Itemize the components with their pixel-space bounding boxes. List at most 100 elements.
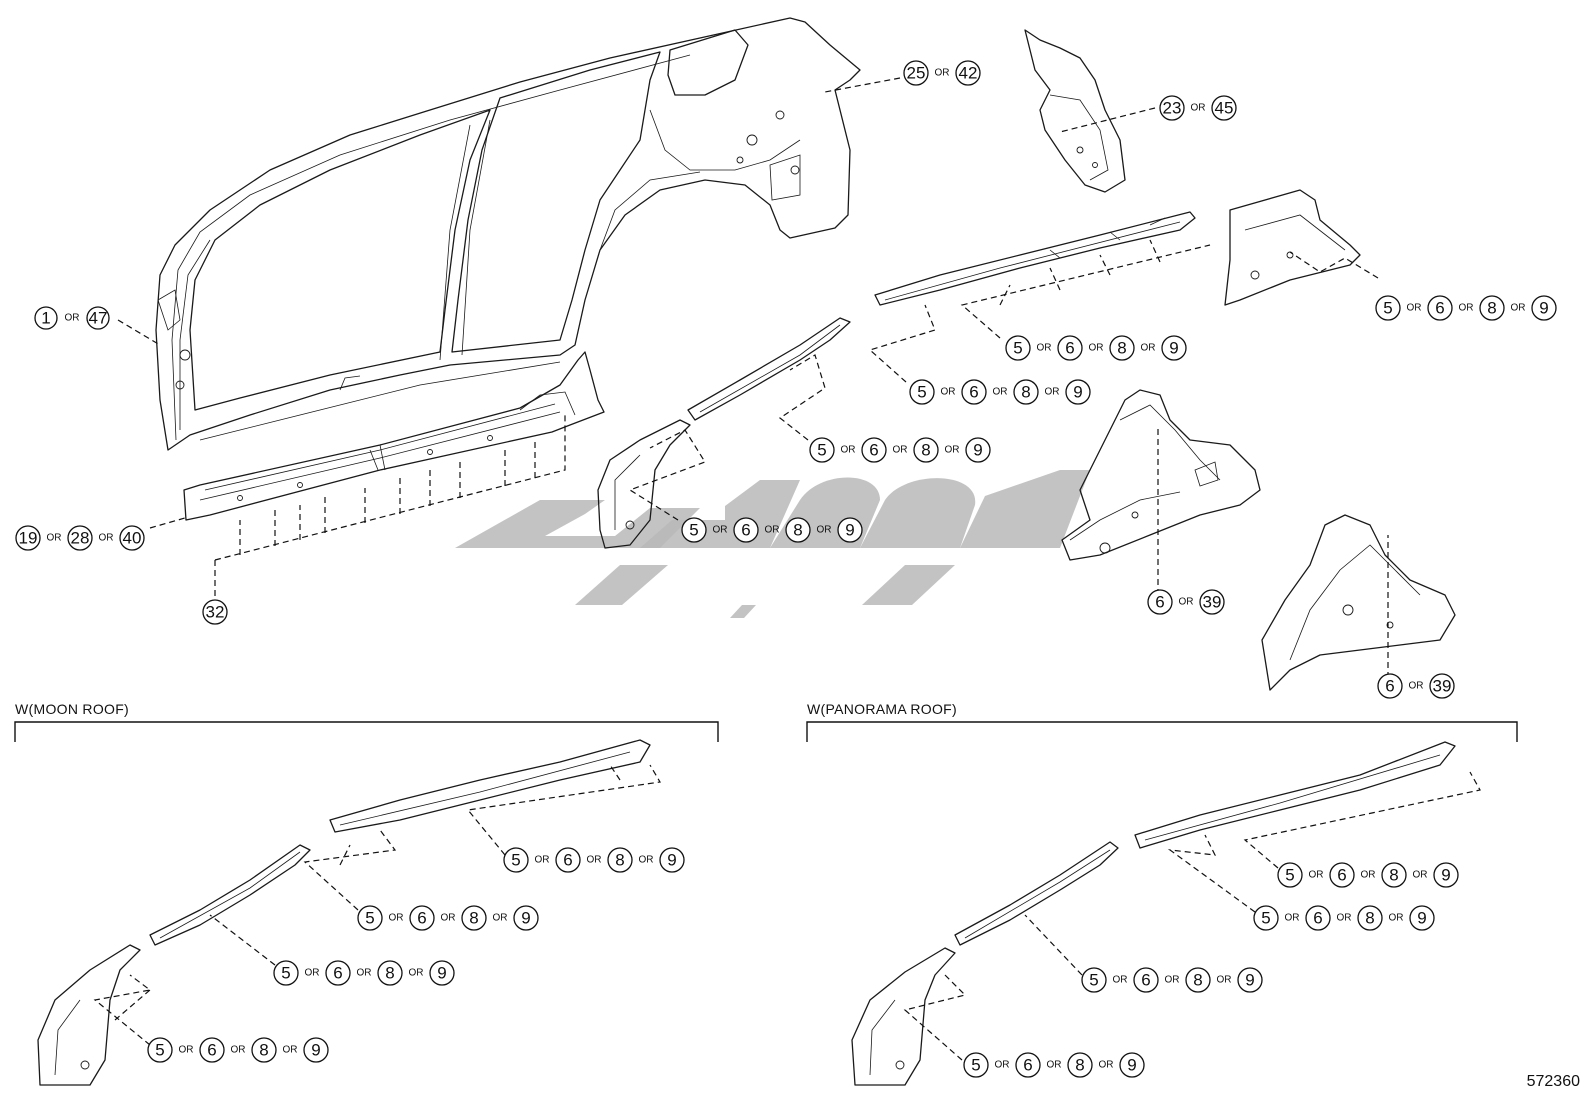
- callout-9-part-b: 28: [71, 529, 90, 548]
- callout-9-part-a: 19: [19, 529, 38, 548]
- callout-14-part-c: 8: [469, 909, 478, 928]
- callout-15-or-3: OR: [409, 968, 424, 979]
- panorama-roof-bracket: [806, 721, 1518, 742]
- callout-5-part-c: 8: [1117, 339, 1126, 358]
- callout-1-part-b: 47: [89, 309, 108, 328]
- callout-5-or-3: OR: [1141, 343, 1156, 354]
- callout-12-part-a: 6: [1385, 677, 1394, 696]
- callout-3-part-a: 23: [1163, 99, 1182, 118]
- callout-18-or-1: OR: [1285, 913, 1300, 924]
- callout-15-part-b: 6: [333, 964, 342, 983]
- callout-19-part-a: 5: [1089, 971, 1098, 990]
- callout-8-part-b: 6: [741, 521, 750, 540]
- side-panel-outer: [155, 17, 861, 451]
- callout-9-part-c: 40: [123, 529, 142, 548]
- callout-3-or: OR: [1191, 103, 1206, 114]
- callout-16-or-1: OR: [179, 1045, 194, 1056]
- callout-1-part-a: 1: [41, 309, 50, 328]
- callout-13: 5 OR 6 OR 8 OR 9: [503, 847, 685, 873]
- callout-6-part-b: 6: [969, 383, 978, 402]
- callout-3-part-b: 45: [1215, 99, 1234, 118]
- wheelhouse-inner: [1061, 389, 1261, 561]
- figure-number: 572360: [1527, 1073, 1580, 1090]
- callout-19-or-3: OR: [1217, 975, 1232, 986]
- callout-4-part-a: 5: [1383, 299, 1392, 318]
- callout-18: 5 OR 6 OR 8 OR 9: [1253, 905, 1435, 931]
- callout-17-part-a: 5: [1285, 866, 1294, 885]
- callout-7-part-b: 6: [869, 441, 878, 460]
- callout-17-or-2: OR: [1361, 870, 1376, 881]
- callout-19-part-b: 6: [1141, 971, 1150, 990]
- callout-4-or-2: OR: [1459, 303, 1474, 314]
- callout-11: 6 OR 39: [1147, 589, 1225, 615]
- callout-6-part-d: 9: [1073, 383, 1082, 402]
- callout-17-part-c: 8: [1389, 866, 1398, 885]
- callout-12: 6 OR 39: [1377, 673, 1455, 699]
- callout-14-part-a: 5: [365, 909, 374, 928]
- callout-8: 5 OR 6 OR 8 OR 9: [681, 517, 863, 543]
- callout-16-or-2: OR: [231, 1045, 246, 1056]
- callout-17-part-d: 9: [1441, 866, 1450, 885]
- callout-12-or: OR: [1409, 681, 1424, 692]
- callout-16-part-a: 5: [155, 1041, 164, 1060]
- callout-7-part-a: 5: [817, 441, 826, 460]
- callout-6-part-a: 5: [917, 383, 926, 402]
- callout-14-part-b: 6: [417, 909, 426, 928]
- callout-7-or-2: OR: [893, 445, 908, 456]
- callout-15-or-1: OR: [305, 968, 320, 979]
- callout-18-or-2: OR: [1337, 913, 1352, 924]
- moon-roof-rail: [37, 739, 651, 1086]
- callout-20-or-2: OR: [1047, 1060, 1062, 1071]
- panorama-roof-rail: [851, 741, 1456, 1086]
- callout-5-part-b: 6: [1065, 339, 1074, 358]
- watermark-logo: [455, 470, 1090, 618]
- leader-lines: [93, 77, 1481, 1061]
- callout-15-part-d: 9: [437, 964, 446, 983]
- callout-20-part-c: 8: [1075, 1056, 1084, 1075]
- callout-15-part-a: 5: [281, 964, 290, 983]
- callout-1: 1 OR 47: [34, 306, 110, 330]
- callout-20-part-b: 6: [1023, 1056, 1032, 1075]
- callout-4-part-b: 6: [1435, 299, 1444, 318]
- callout-13-or-2: OR: [587, 855, 602, 866]
- callout-2-part-a: 25: [907, 64, 926, 83]
- section-title-panorama-roof: W(PANORAMA ROOF): [807, 701, 957, 717]
- callout-15-or-2: OR: [357, 968, 372, 979]
- callout-6-or-2: OR: [993, 387, 1008, 398]
- callout-14-or-2: OR: [441, 913, 456, 924]
- callout-15: 5 OR 6 OR 8 OR 9: [273, 960, 455, 986]
- callout-13-part-a: 5: [511, 851, 520, 870]
- quarter-inner-upper: [1024, 29, 1126, 193]
- callout-16-part-d: 9: [311, 1041, 320, 1060]
- callout-5-part-a: 5: [1013, 339, 1022, 358]
- callout-18-part-d: 9: [1417, 909, 1426, 928]
- callout-9: 19 OR 28 OR 40: [15, 525, 145, 551]
- callout-15-part-c: 8: [385, 964, 394, 983]
- callout-20-or-3: OR: [1099, 1060, 1114, 1071]
- callout-5-or-2: OR: [1089, 343, 1104, 354]
- callout-20-or-1: OR: [995, 1060, 1010, 1071]
- callout-9-or-2: OR: [99, 533, 114, 544]
- callout-20-part-a: 5: [971, 1056, 980, 1075]
- callout-16-part-b: 6: [207, 1041, 216, 1060]
- callout-16: 5 OR 6 OR 8 OR 9: [147, 1037, 329, 1063]
- callout-20-part-d: 9: [1127, 1056, 1136, 1075]
- callout-4-part-c: 8: [1487, 299, 1496, 318]
- callout-18-part-b: 6: [1313, 909, 1322, 928]
- quarter-inner-panel: [1224, 189, 1361, 306]
- callout-4-part-d: 9: [1539, 299, 1548, 318]
- callout-5-part-d: 9: [1169, 339, 1178, 358]
- callout-10: 32: [202, 599, 228, 625]
- callout-11-part-b: 39: [1203, 593, 1222, 612]
- callout-6-part-c: 8: [1021, 383, 1030, 402]
- roof-side-rail-upper: [597, 211, 1196, 549]
- callout-2-part-b: 42: [959, 64, 978, 83]
- callout-7: 5 OR 6 OR 8 OR 9: [809, 437, 991, 463]
- callout-8-part-c: 8: [793, 521, 802, 540]
- callout-8-or-1: OR: [713, 525, 728, 536]
- callout-17-or-1: OR: [1309, 870, 1324, 881]
- moon-roof-bracket: [14, 721, 719, 742]
- callout-8-or-2: OR: [765, 525, 780, 536]
- callout-4-or-1: OR: [1407, 303, 1422, 314]
